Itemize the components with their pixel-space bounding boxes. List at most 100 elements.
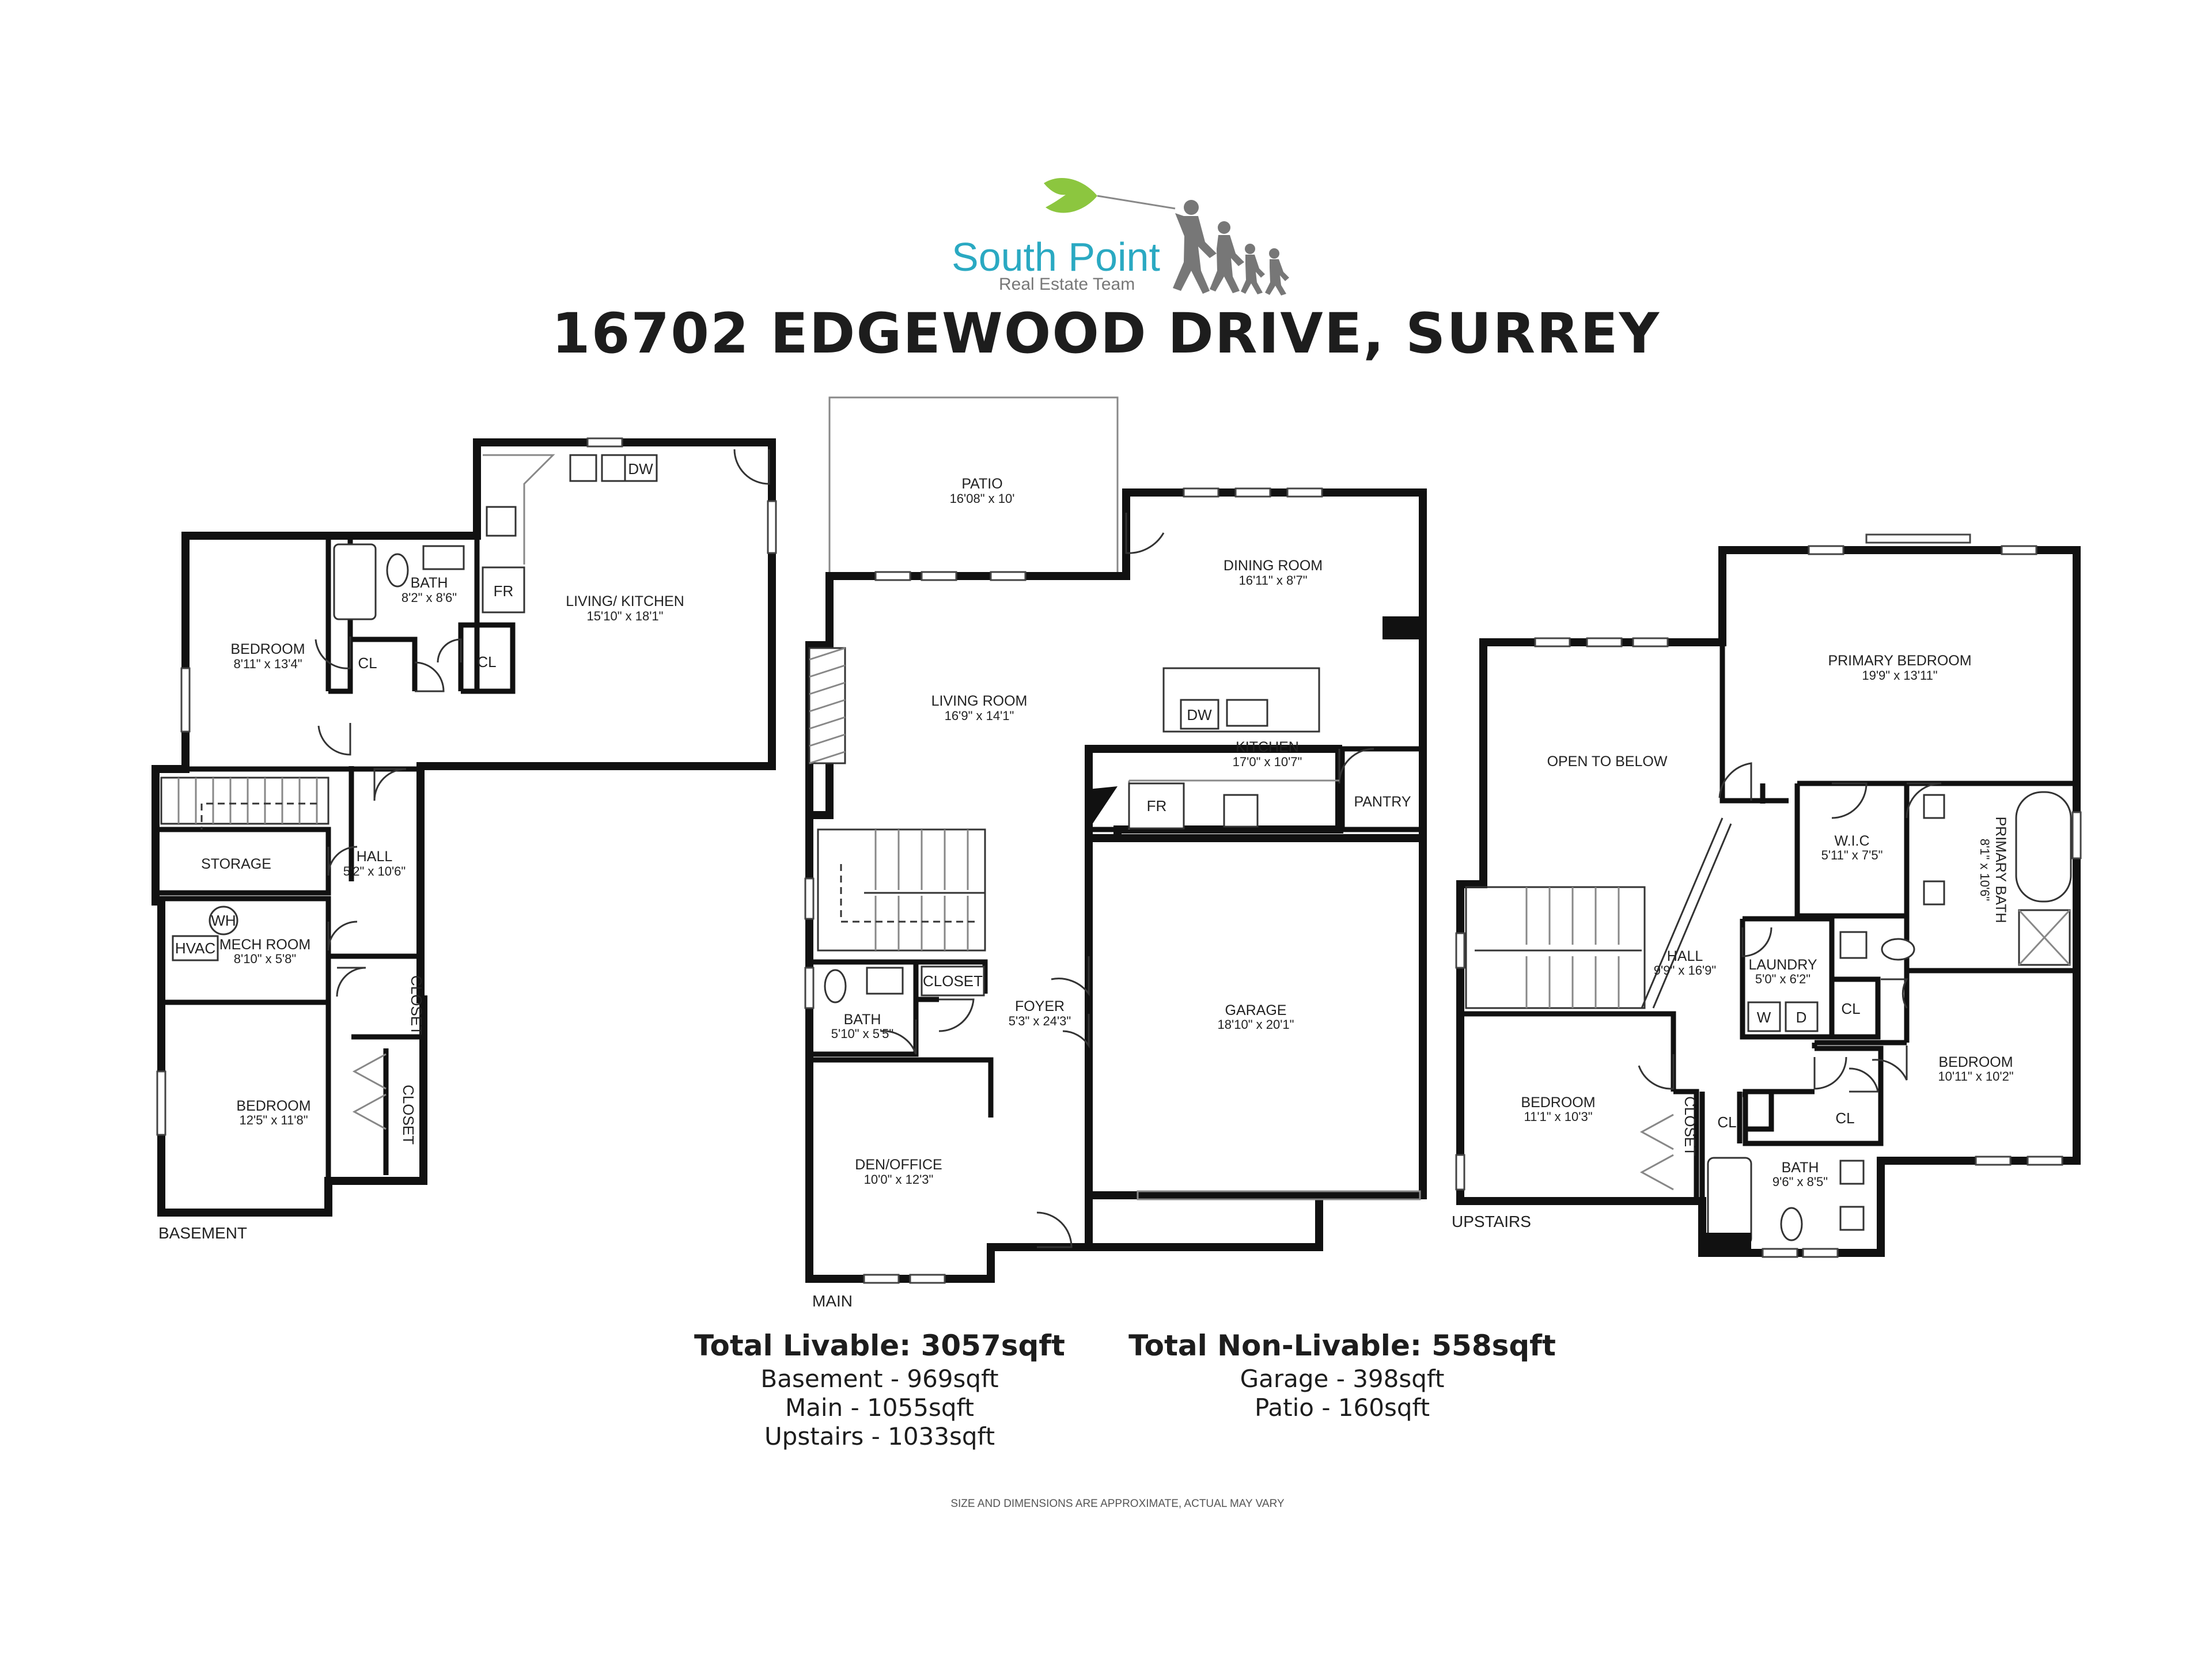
upstairs-stairs — [1465, 817, 1732, 1009]
room-name: PRIMARY BEDROOM — [1828, 653, 1971, 669]
window — [804, 967, 815, 1009]
window — [1286, 487, 1323, 498]
door — [1718, 762, 1752, 801]
sink — [1923, 794, 1945, 819]
total-livable-line: Main - 1055sqft — [785, 1393, 974, 1422]
garage-door — [1137, 1190, 1421, 1200]
sink — [1839, 1160, 1865, 1185]
cooktop — [486, 506, 517, 537]
door — [1881, 978, 1908, 1009]
closet-label: CL — [1835, 1109, 1854, 1127]
room-name: LIVING/ KITCHEN — [566, 593, 684, 609]
room-name: FOYER — [1015, 998, 1065, 1014]
counter — [483, 454, 555, 565]
floor-label: UPSTAIRS — [1452, 1213, 1531, 1230]
toilet — [386, 553, 409, 588]
room-dimensions: 8'10" x 5'8" — [234, 952, 296, 966]
window — [1183, 487, 1219, 498]
closet-label: CLOSET — [923, 972, 983, 990]
room-name: PRIMARY BATH — [1993, 817, 2009, 923]
window — [2001, 545, 2037, 555]
window — [180, 667, 191, 733]
room-name: BATH — [411, 575, 448, 591]
door — [336, 967, 366, 997]
window — [767, 500, 777, 554]
main-stairs — [817, 828, 986, 952]
water-heater-label: WH — [211, 912, 236, 929]
room-dimensions: 9'6" x 8'5" — [1772, 1175, 1828, 1189]
door — [315, 637, 351, 669]
dryer — [1785, 1001, 1819, 1032]
window — [1234, 487, 1271, 498]
door — [938, 998, 975, 1032]
room-dimensions: 16'08" x 10' — [950, 491, 1015, 506]
property-address-title: 16702 EDGEWOOD DRIVE, SURREY — [552, 301, 1660, 366]
window — [804, 877, 815, 920]
room-dimensions: 5'0" x 6'2" — [1755, 972, 1810, 986]
window — [1975, 1156, 2012, 1166]
door — [1831, 782, 1868, 819]
door — [733, 449, 770, 485]
window — [2071, 811, 2082, 859]
door — [437, 638, 462, 663]
fridge-label: FR — [1147, 797, 1167, 815]
door — [373, 768, 407, 801]
bathtub — [2015, 791, 2072, 903]
window — [874, 571, 911, 581]
room-dimensions: 9'9" x 16'9" — [1654, 963, 1716, 978]
sink — [601, 454, 629, 482]
bathtub — [333, 543, 377, 620]
room-dimensions: 12'5" x 11'8" — [239, 1113, 308, 1127]
kitchen-island — [1162, 667, 1320, 733]
sink — [1226, 699, 1268, 727]
room-name: W.I.C — [1834, 833, 1869, 849]
upstairs-floor: W D CL CL CL CLOSET OPEN TO BELOW PRIMAR… — [352, 533, 2082, 1258]
room-name: STORAGE — [201, 856, 271, 872]
door — [317, 723, 351, 756]
dryer-label: D — [1796, 1009, 1807, 1026]
window — [1534, 637, 1571, 647]
door — [1051, 956, 1090, 997]
room-name: HALL — [357, 849, 393, 865]
dishwasher — [1180, 699, 1219, 730]
total-livable-line: Basement - 969sqft — [760, 1365, 998, 1393]
vanity-sink — [866, 967, 904, 995]
fridge — [482, 566, 525, 613]
brand-logo: South Point Real Estate Team — [952, 178, 1289, 296]
window — [586, 437, 623, 448]
basement-stairs — [160, 777, 329, 830]
bathtub — [1707, 1157, 1752, 1245]
door — [414, 661, 445, 692]
closet-label: CL — [358, 654, 377, 672]
kite-string — [1097, 195, 1176, 210]
door — [1813, 1056, 1847, 1090]
laundry-sink — [1839, 931, 1868, 959]
room-dimensions: 5'10" x 5'5" — [831, 1027, 893, 1041]
door — [1638, 1054, 1675, 1090]
closet — [921, 965, 985, 997]
window — [1586, 637, 1623, 647]
vanity-sink — [422, 545, 465, 570]
toilet — [1881, 938, 1915, 961]
room-dimensions: 8'2" x 8'6" — [402, 590, 457, 605]
room-dimensions: 16'9" x 14'1" — [945, 709, 1014, 723]
total-livable-heading: Total Livable: 3057sqft — [694, 1329, 1065, 1362]
room-dimensions: 11'1" x 10'3" — [1524, 1109, 1592, 1124]
window — [909, 1274, 946, 1284]
window — [1455, 1154, 1465, 1191]
toilet — [824, 969, 847, 1003]
window — [921, 571, 957, 581]
room-dimensions: 15'10" x 18'1" — [587, 609, 664, 623]
range — [1223, 794, 1259, 828]
water-heater — [209, 906, 238, 935]
window — [1802, 1248, 1839, 1258]
hvac-unit — [172, 935, 219, 961]
fridge — [1128, 782, 1185, 830]
door — [1906, 782, 1942, 819]
window — [1762, 1248, 1798, 1258]
brand-tagline: Real Estate Team — [999, 275, 1135, 294]
door — [881, 1020, 917, 1055]
room-name: GARAGE — [1225, 1002, 1287, 1018]
closet-label: CL — [477, 653, 496, 671]
room-name: BEDROOM — [230, 641, 305, 657]
